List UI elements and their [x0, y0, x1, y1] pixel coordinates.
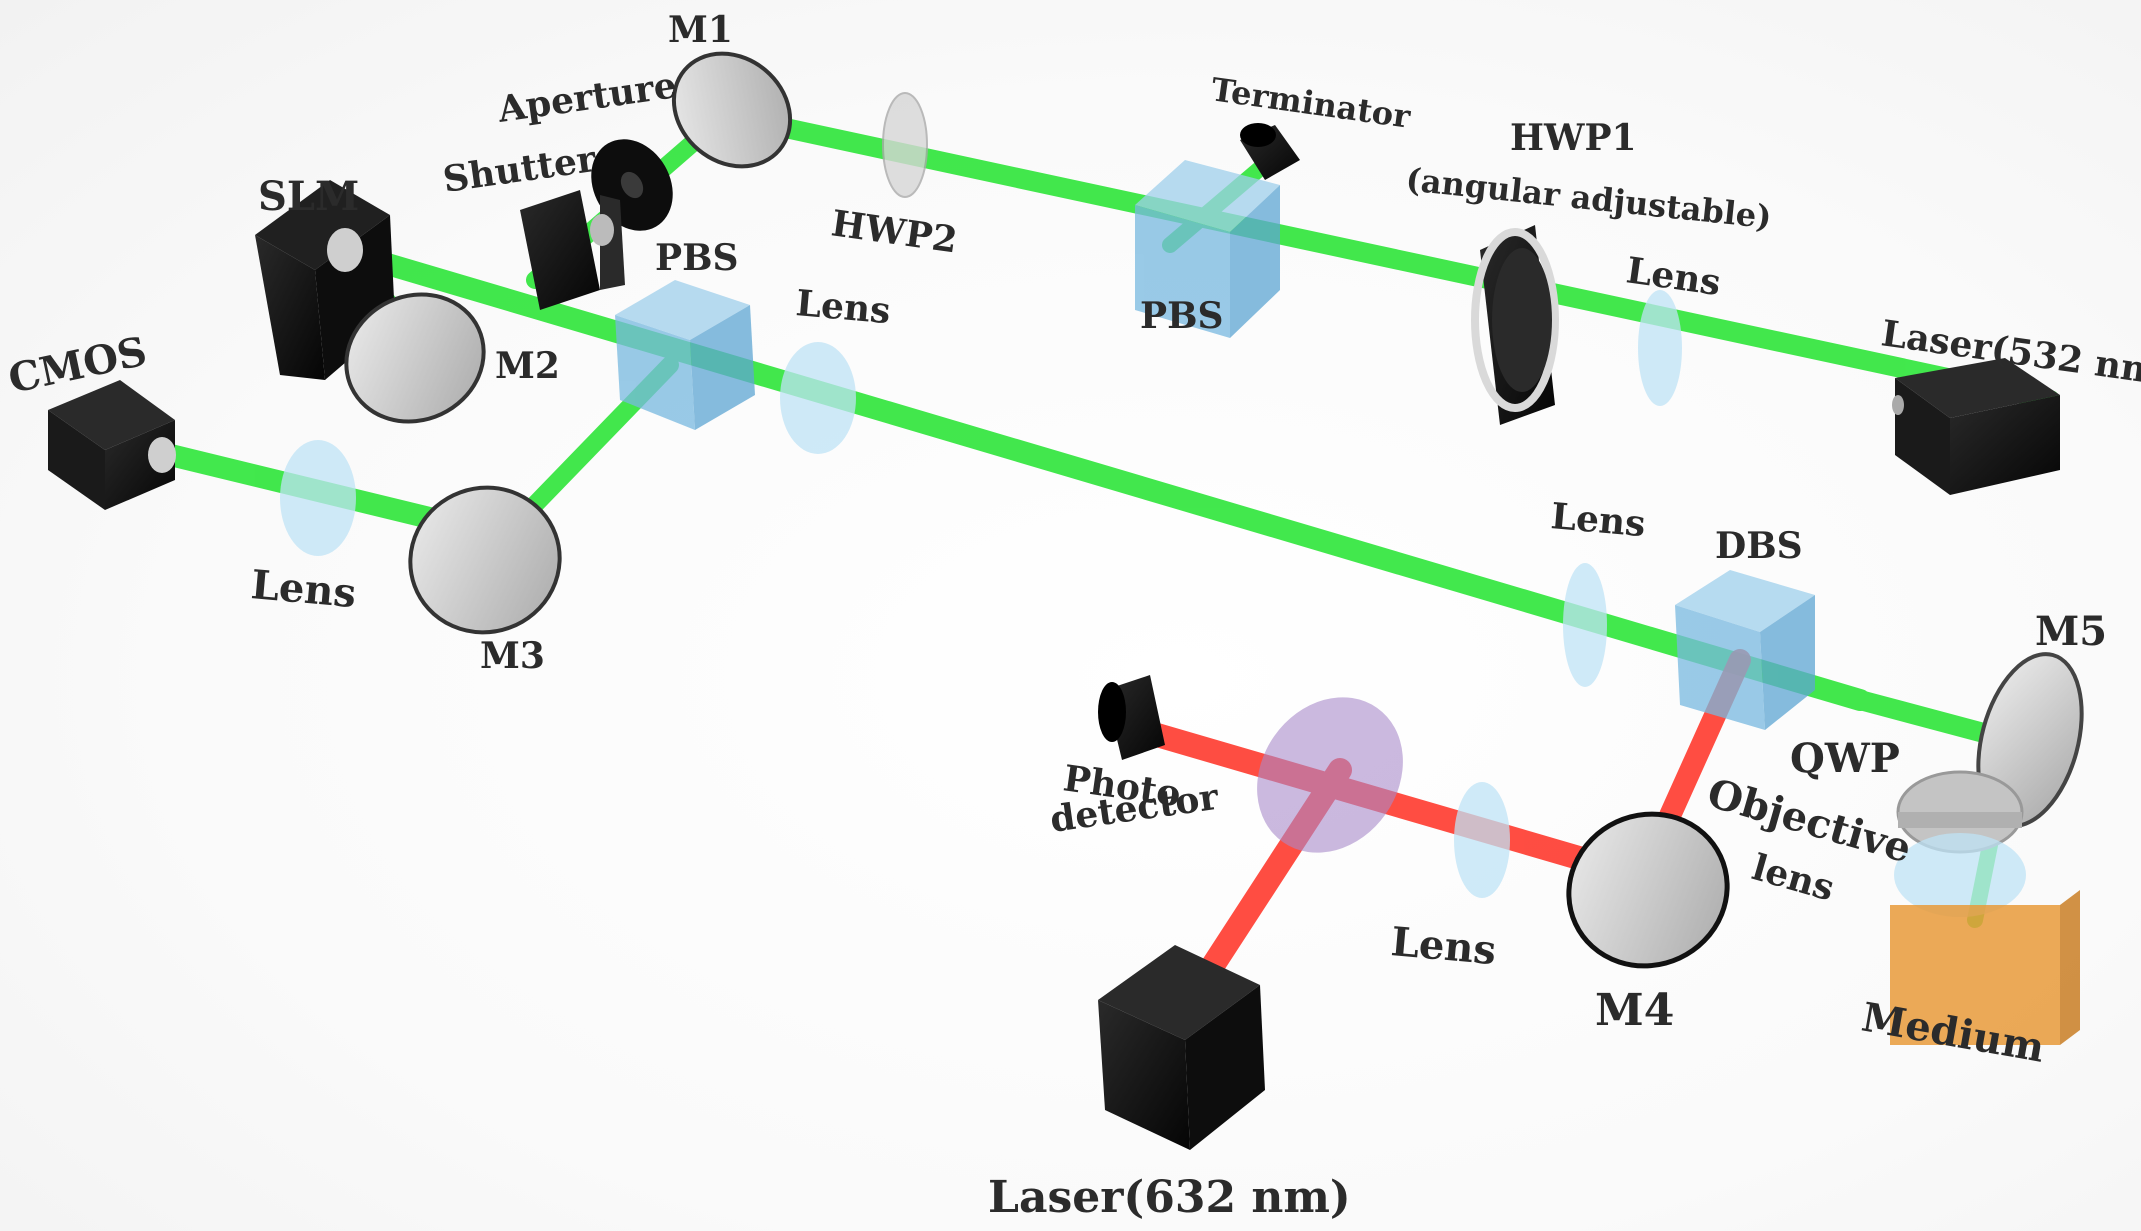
mirror-m3 — [408, 485, 562, 635]
label-qwp: QWP — [1790, 735, 1900, 782]
pbs-cube-right — [1135, 160, 1280, 338]
label-m3: M3 — [480, 635, 545, 677]
objective-lens — [1894, 833, 2026, 917]
beam-laser-to-m1 — [715, 105, 2060, 410]
label-hwp2: HWP2 — [829, 202, 960, 261]
lens-middle — [780, 342, 856, 454]
label-objective-line2: lens — [1748, 846, 1839, 909]
cmos-camera — [48, 380, 176, 510]
dbs-cube — [1675, 570, 1815, 730]
qwp-waveplate — [1896, 770, 2024, 854]
label-m1: M1 — [668, 9, 733, 51]
lens-bottom — [1454, 782, 1510, 898]
label-aperture: Aperture — [494, 64, 679, 131]
lens-left — [280, 440, 356, 556]
label-lens-right: Lens — [1624, 249, 1724, 304]
label-hwp1-line1: HWP1 — [1510, 117, 1637, 159]
terminator-component — [1240, 123, 1300, 180]
pbs-cube-left — [615, 280, 755, 430]
hwp2-waveplate — [882, 92, 928, 198]
mirror-m1 — [671, 51, 793, 169]
label-pbs-right: PBS — [1140, 295, 1224, 337]
laser-632nm — [1098, 945, 1265, 1150]
photodetector — [1098, 675, 1165, 760]
hwp1-rotation-mount — [1471, 225, 1559, 425]
beamsplitter-plate — [1257, 697, 1403, 853]
label-terminator: Terminator — [1209, 70, 1414, 136]
label-laser-632: Laser(632 nm) — [988, 1172, 1351, 1223]
label-shutter: Shutter — [440, 138, 599, 201]
shutter-component — [520, 190, 625, 310]
laser-532nm — [1892, 358, 2060, 495]
mirror-m2 — [344, 292, 486, 424]
label-m5: M5 — [2035, 608, 2107, 655]
mirror-m4 — [1566, 811, 1730, 969]
label-hwp1-line2: (angular adjustable) — [1404, 160, 1773, 236]
label-lens-bottom: Lens — [1389, 918, 1498, 974]
lens-right — [1638, 290, 1682, 406]
label-m4: M4 — [1595, 985, 1674, 1036]
label-lens-mid: Lens — [794, 282, 892, 332]
slm-device — [255, 180, 395, 380]
label-m2: M2 — [495, 345, 560, 387]
label-lens-left: Lens — [249, 561, 358, 617]
label-pbs-left: PBS — [655, 237, 739, 279]
label-dbs: DBS — [1715, 525, 1803, 567]
label-lens-dbs: Lens — [1549, 495, 1647, 545]
medium-sample — [1890, 890, 2080, 1045]
lens-dbs — [1563, 563, 1607, 687]
label-objective-line1: Objective — [1702, 769, 1916, 872]
label-slm: SLM — [258, 173, 359, 220]
